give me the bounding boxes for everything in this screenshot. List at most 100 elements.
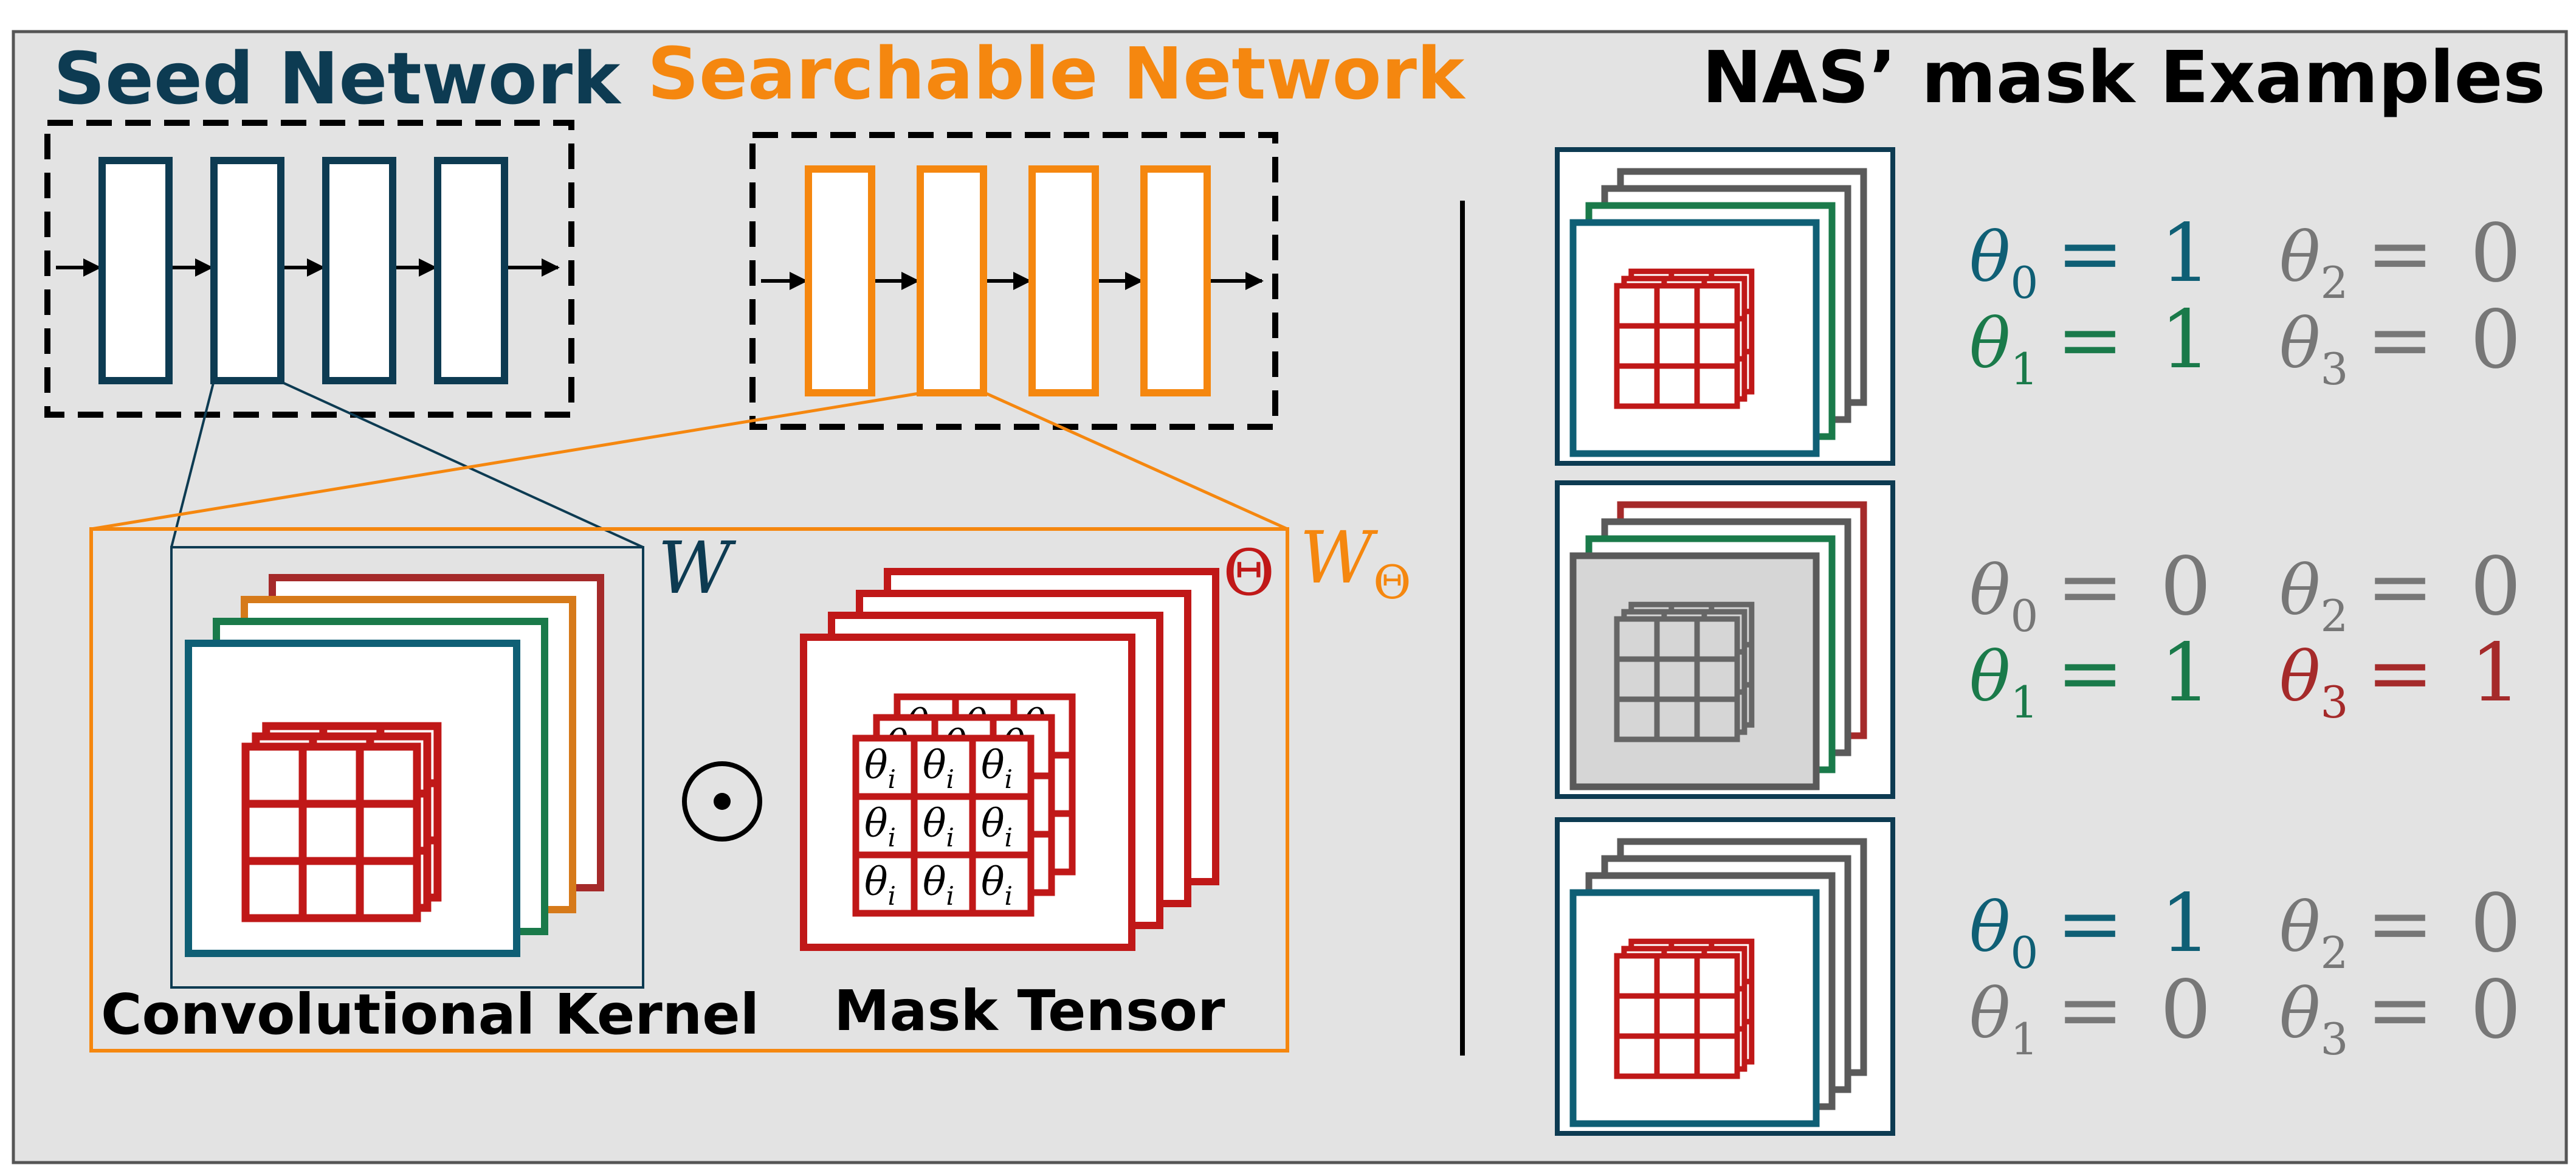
theta-subscript: 2 [2320,257,2348,308]
theta-subscript: 1 [2010,344,2038,395]
searchable-layer-4 [1140,165,1211,396]
theta-symbol: θ [1969,975,2010,1054]
mask-cell-theta-subscript: i [946,881,954,911]
theta-symbol: θ [2279,551,2320,631]
mask-cell-theta: θi [981,860,1013,911]
theta-value: 1 [2470,626,2521,720]
theta-symbol: θ [1969,888,2010,967]
mask-cell-theta: θi [923,801,954,852]
searchable-layer-detail-frame [89,527,1289,1053]
hadamard-dot [714,793,731,810]
theta-equation-1: θ1=1 [1969,293,2211,395]
seed-layer-4 [434,157,508,384]
searchable-layer-3 [1028,165,1099,396]
theta-equals: = [2056,540,2124,634]
theta-equation-0: θ0=1 [1969,207,2211,308]
theta-subscript: 0 [2010,927,2038,978]
hadamard-circle [682,761,762,842]
theta-symbol: θ [1969,218,2010,297]
theta-value: 0 [2470,963,2521,1057]
search-zoom-line-left [91,391,923,531]
mask-cell-theta-base: θ [981,860,1005,905]
mask-cell-theta-base: θ [981,743,1005,788]
theta-symbol: θ [1969,305,2010,384]
theta-value: 1 [2160,207,2211,300]
theta-symbol: θ [1969,551,2010,631]
theta-value: 1 [2160,626,2211,720]
example-2-grid-frame-0 [1614,616,1740,742]
kernel-grid-frame-0 [241,742,421,922]
mask-cell-theta: θi [864,801,896,852]
theta-equation-2: θ2 = 0 [2279,877,2521,978]
mask-cell-theta-subscript: i [888,764,896,794]
mask-cell-theta-base: θ [981,801,1005,846]
theta-equation-3: θ3=0 [2279,293,2521,395]
theta-value: 0 [2470,877,2521,970]
theta-equals: = [2056,877,2124,970]
mask-symbol: Θ [1223,536,1275,610]
output-weight-symbol: WΘ [1300,516,1411,609]
theta-symbol: θ [2279,888,2320,967]
examples-title: NAS’ mask Examples [1702,35,2546,119]
mask-cell-theta-subscript: i [1005,823,1013,852]
mask-cell-theta-base: θ [864,743,888,788]
searchable-network [749,132,1278,430]
theta-equation-1: θ1=0 [1969,963,2211,1065]
theta-value: 0 [2470,540,2521,634]
theta-equals: = [2366,963,2434,1057]
searchable-layer-2 [917,165,987,396]
mask-cell-theta-base: θ [923,860,946,905]
seed-zoom-line-right [278,379,644,548]
theta-equation-2: θ2=0 [2279,540,2521,641]
mask-cell-theta-base: θ [923,801,946,846]
theta-symbol: θ [2279,975,2320,1054]
kernel-caption: Convolutional Kernel [101,982,759,1047]
theta-value: 0 [2160,540,2211,634]
theta-symbol: θ [1969,638,2010,717]
mask-cell-theta: θi [981,801,1013,852]
theta-subscript: 3 [2320,677,2348,728]
theta-symbol: θ [2279,218,2320,297]
mask-cell-theta-subscript: i [946,823,954,852]
mask-cell-theta-subscript: i [946,764,954,794]
hadamard-operator [682,761,762,842]
mask-cell-theta-base: θ [923,743,946,788]
seed-layer-3 [322,157,396,384]
theta-equals: = [2366,207,2434,300]
mask-cell-theta: θi [864,743,896,794]
mask-cell-theta-subscript: i [1005,881,1013,911]
searchable-layer-1 [805,165,875,396]
theta-value: 0 [2470,207,2521,300]
theta-equals: = [2056,963,2124,1057]
theta-subscript: 3 [2320,344,2348,395]
theta-equals: = [2056,626,2124,720]
mask-cell-theta: θi [981,743,1013,794]
seed-network-frame [44,120,574,418]
theta-equals: = [2056,207,2124,300]
theta-equals: = [2366,540,2434,634]
seed-layers [56,157,560,384]
example-3-grid-frame-0 [1614,953,1740,1079]
mask-caption: Mask Tensor [834,978,1225,1043]
theta-value: 0 [2470,293,2521,387]
mask-cell-theta-subscript: i [888,823,896,852]
mask-cell-theta-subscript: i [1005,764,1013,794]
theta-equals: = [2056,293,2124,387]
theta-equation-3: θ3=1 [2279,626,2521,728]
searchable-layers [761,165,1264,396]
theta-equals: = [2366,626,2434,720]
seed-zoom-line-left [170,380,215,548]
kernel-detail-frame [170,546,644,989]
searchable-network-frame [749,132,1278,430]
mask-cell-theta-base: θ [864,860,888,905]
theta-value: 0 [2160,963,2211,1057]
mask-cell-theta: θi [923,743,954,794]
mask-example-1: θ0=1θ1=1θ2=0θ3=0 [1555,147,2521,466]
theta-subscript: 2 [2320,927,2348,978]
theta-equals: = [2366,877,2434,970]
mask-cell-theta: θi [923,860,954,911]
weight-symbol: W [658,526,737,610]
theta-value: 1 [2160,293,2211,387]
mask-cell-theta: θi [864,860,896,911]
